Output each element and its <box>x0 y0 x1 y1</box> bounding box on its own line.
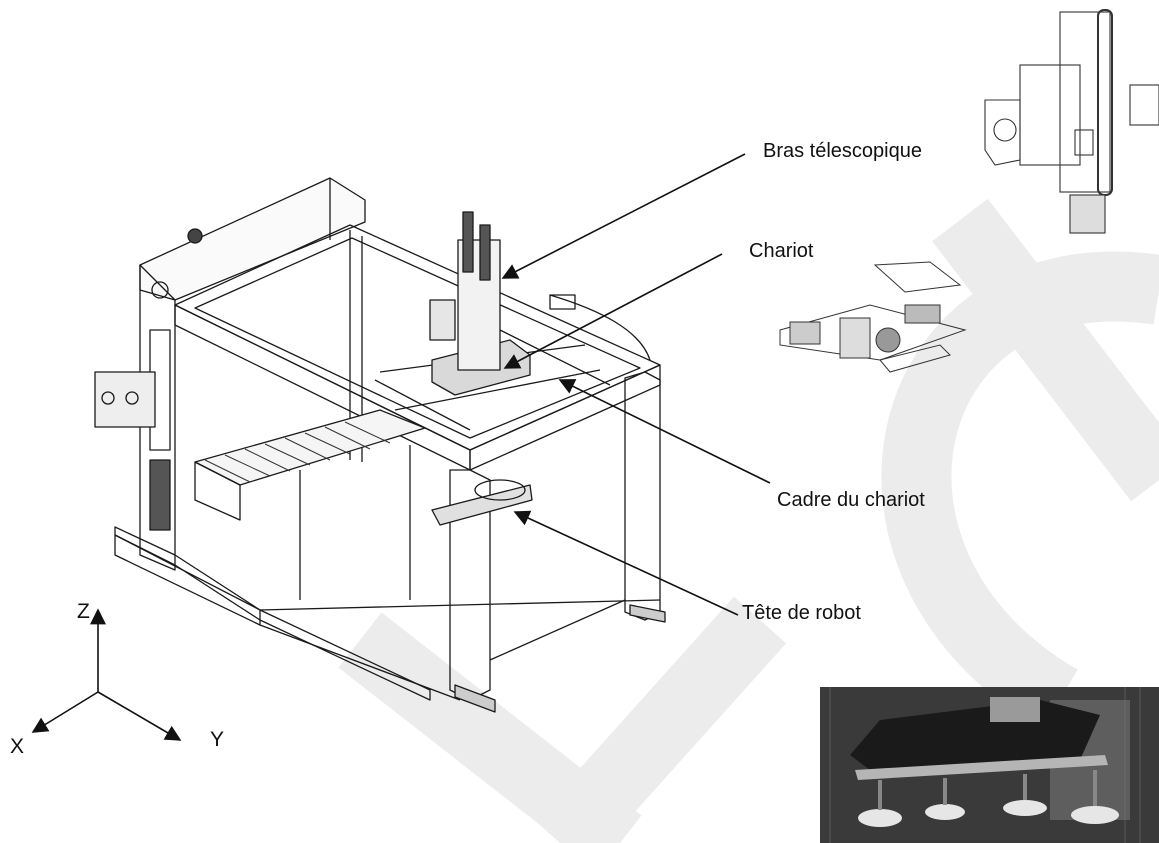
label-telescopic-arm: Bras télescopique <box>763 140 922 162</box>
arrow-carriage-frame <box>558 379 771 484</box>
arrow-carriage <box>503 253 723 369</box>
label-carriage-frame: Cadre du chariot <box>777 489 925 511</box>
axis-x-line <box>31 691 99 733</box>
axis-x-label: X <box>10 735 25 758</box>
arrow-telescopic-arm <box>501 153 746 279</box>
arrow-robot-head <box>513 510 739 616</box>
axis-y-label: Y <box>210 728 225 751</box>
label-carriage: Chariot <box>749 240 814 262</box>
label-robot-head: Tête de robot <box>742 602 861 624</box>
axis-y-line <box>97 691 182 741</box>
axis-z-label: Z <box>77 600 90 623</box>
